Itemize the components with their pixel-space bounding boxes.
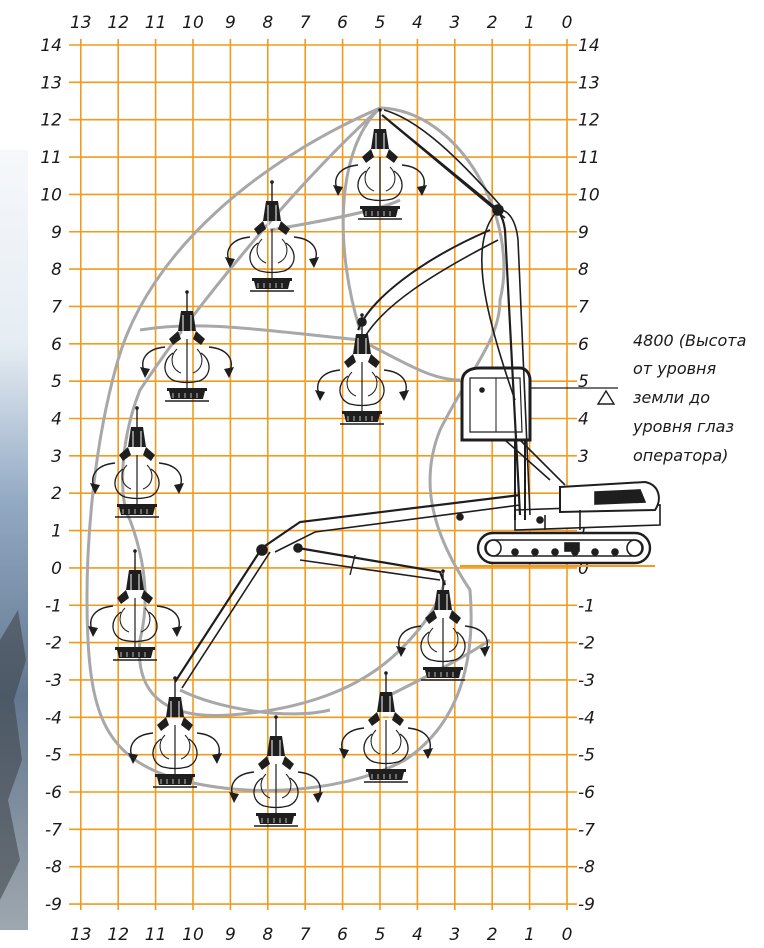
left-axis-label: 10 [40, 185, 62, 205]
note-line-1: 4800 (Высота [633, 331, 746, 350]
left-axis-label: 5 [51, 372, 62, 392]
top-axis-label: 7 [300, 13, 311, 33]
left-axis-label: 1 [51, 522, 62, 542]
right-axis-label: 10 [578, 185, 600, 205]
right-axis-label: 6 [578, 335, 589, 355]
right-axis-label: 14 [578, 36, 600, 56]
orange-peel-grapple-icon [314, 312, 410, 425]
bottom-axis-label: 2 [487, 925, 498, 945]
top-axis-label: 1 [524, 13, 535, 33]
right-axis-label: -5 [578, 746, 595, 766]
top-axis-label: 0 [562, 13, 573, 33]
bottom-axis-label: 8 [262, 925, 273, 945]
orange-peel-grapple-icon [228, 714, 324, 827]
orange-peel-grapple-icon [395, 568, 491, 681]
left-axis-label: -9 [45, 895, 62, 915]
right-axis-label: 9 [578, 223, 589, 243]
right-axis-label: 8 [578, 260, 589, 280]
right-axis-label: 0 [578, 559, 589, 579]
right-axis-label: -3 [578, 671, 595, 691]
left-axis-label: 8 [51, 260, 62, 280]
bottom-axis-label: 10 [182, 925, 204, 945]
right-axis-label: 3 [578, 447, 589, 467]
right-axis-label: 1 [578, 522, 589, 542]
bottom-axis-label: 12 [107, 925, 129, 945]
left-axis-label: 0 [51, 559, 62, 579]
bottom-axis-label: 4 [412, 925, 423, 945]
note-line-5: оператора) [633, 446, 728, 465]
top-axis-label: 6 [337, 13, 348, 33]
eye-level-note: 4800 (Высота от уровня земли до уровня г… [632, 331, 746, 465]
left-axis-label: 6 [51, 335, 62, 355]
left-axis-label: 11 [40, 148, 62, 168]
right-axis-label: -8 [578, 858, 595, 878]
right-axis-label: -4 [578, 708, 595, 728]
right-axis-label: -6 [578, 783, 595, 803]
orange-peel-grapple-icon [127, 675, 223, 788]
operator-cab [460, 366, 532, 442]
right-axis-label: 7 [578, 297, 589, 317]
right-axis-label: 11 [578, 148, 600, 168]
top-axis-label: 12 [107, 13, 129, 33]
right-axis-label: -7 [578, 820, 595, 840]
note-line-3: земли до [633, 388, 710, 407]
top-axis-label: 9 [225, 13, 236, 33]
top-axis-label: 2 [487, 13, 498, 33]
bottom-axis-label: 9 [225, 925, 236, 945]
top-axis-label: 13 [70, 13, 92, 33]
left-axis-label: 7 [51, 297, 62, 317]
orange-grid [69, 39, 577, 911]
left-axis-label: 2 [51, 484, 62, 504]
bottom-axis-label: 3 [449, 925, 460, 945]
left-axis-label: 3 [51, 447, 62, 467]
left-axis-label: 13 [40, 73, 62, 93]
left-axis-label: -8 [45, 858, 62, 878]
right-axis-label: 13 [578, 73, 600, 93]
material-handler-machine [174, 109, 661, 689]
top-axis-label: 8 [262, 13, 273, 33]
left-axis-label: -5 [45, 746, 62, 766]
right-axis-label: 5 [578, 372, 589, 392]
left-axis-label: -4 [45, 708, 62, 728]
top-axis-label: 5 [375, 13, 386, 33]
top-axis-label: 10 [182, 13, 204, 33]
top-axis-label: 4 [412, 13, 423, 33]
bottom-axis-label: 13 [70, 925, 92, 945]
crawler-track [476, 531, 652, 567]
right-axis-label: -2 [578, 634, 595, 654]
orange-peel-grapple-icon [338, 670, 434, 783]
top-axis-label: 3 [449, 13, 460, 33]
top-axis-label: 11 [145, 13, 167, 33]
right-axis-label: -9 [578, 895, 595, 915]
left-axis-label: -2 [45, 634, 62, 654]
bottom-axis-label: 11 [145, 925, 167, 945]
bottom-axis-label: 1 [524, 925, 535, 945]
right-axis-label: 4 [578, 410, 589, 430]
triangle-marker-icon [596, 389, 616, 405]
left-axis-label: -3 [45, 671, 62, 691]
right-axis-label: -1 [578, 596, 595, 616]
note-line-2: от уровня [633, 359, 717, 378]
bottom-axis-label: 6 [337, 925, 348, 945]
note-line-4: уровня глаз [632, 417, 734, 436]
background-photo [0, 150, 28, 930]
left-axis-label: 12 [40, 111, 62, 131]
bottom-axis-label: 7 [300, 925, 311, 945]
left-axis-label: 4 [51, 410, 62, 430]
right-axis-label: 12 [578, 111, 600, 131]
left-axis-label: -6 [45, 783, 62, 803]
working-range-envelope [85, 106, 506, 792]
bottom-axis-label: 5 [375, 925, 386, 945]
left-axis-label: -7 [45, 820, 62, 840]
left-axis-label: 14 [40, 36, 62, 56]
left-axis-label: 9 [51, 223, 62, 243]
bottom-axis-label: 0 [562, 925, 573, 945]
left-axis-label: -1 [45, 596, 62, 616]
